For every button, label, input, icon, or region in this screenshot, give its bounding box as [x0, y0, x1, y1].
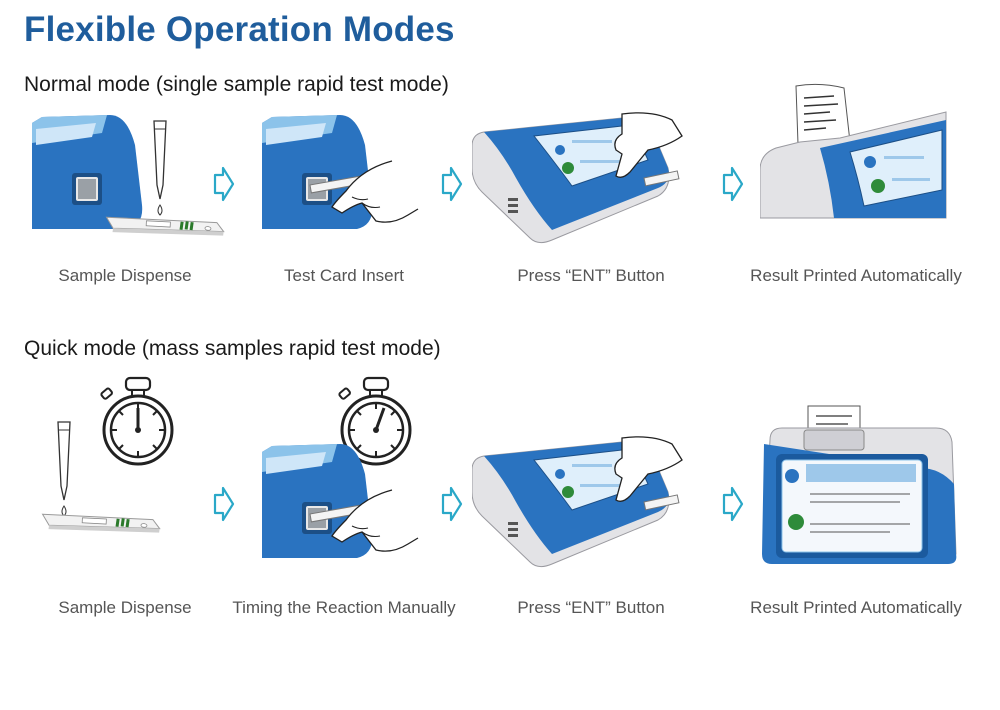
hand-insert-card-icon [262, 115, 419, 229]
step-arrow-icon [722, 166, 744, 202]
step-arrow-icon [441, 166, 463, 202]
pipette-test-card-icon [32, 115, 226, 248]
printer-receipt-icon [760, 83, 947, 219]
stopwatch-insert-card-icon [262, 376, 419, 558]
step-caption: Sample Dispense [58, 266, 192, 285]
normal-mode-heading: Normal mode (single sample rapid test mo… [24, 73, 449, 96]
step-arrow-icon [213, 166, 235, 202]
stopwatch-pipette-icon [40, 376, 174, 545]
step-caption: Test Card Insert [284, 266, 404, 285]
press-button-device-icon [472, 436, 683, 568]
step-caption: Press “ENT” Button [517, 266, 665, 285]
step-caption: Press “ENT” Button [517, 598, 665, 617]
step-caption: Sample Dispense [58, 598, 192, 617]
analyzer-printout-icon [762, 405, 957, 564]
step-caption: Result Printed Automatically [750, 266, 962, 285]
step-arrow-icon [722, 486, 744, 522]
step-arrow-icon [441, 486, 463, 522]
step-caption: Result Printed Automatically [750, 598, 962, 617]
quick-mode-heading: Quick mode (mass samples rapid test mode… [24, 337, 441, 360]
step-caption: Timing the Reaction Manually [232, 598, 456, 617]
page-title: Flexible Operation Modes [24, 10, 455, 49]
press-button-device-icon [472, 112, 683, 244]
step-arrow-icon [213, 486, 235, 522]
